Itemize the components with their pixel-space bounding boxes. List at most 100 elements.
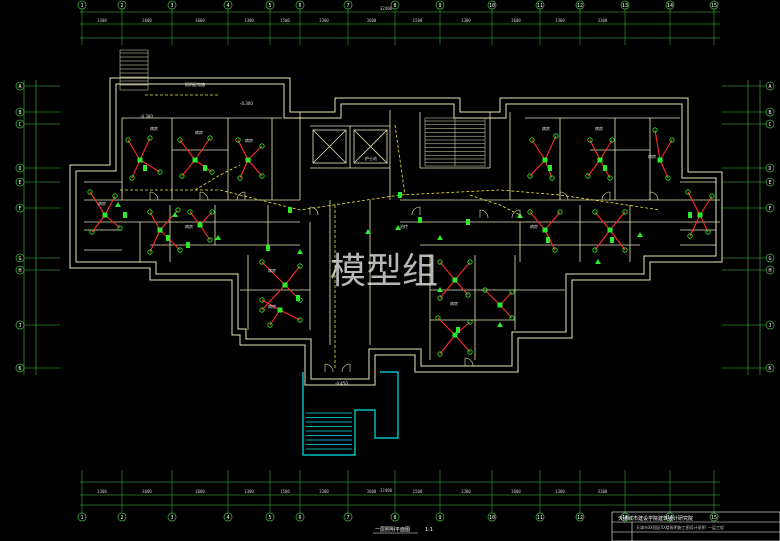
device-block — [166, 235, 170, 241]
axis-label: G — [768, 256, 771, 262]
light-fixture — [129, 175, 135, 181]
axis-label: 7 — [346, 3, 349, 9]
dimension-text: 1500 — [280, 489, 290, 494]
axis-bubble: 12 — [575, 512, 585, 522]
axis-label: 11 — [537, 3, 543, 9]
switch-box — [597, 157, 603, 163]
circuit-run — [139, 159, 161, 173]
device-block — [203, 165, 207, 171]
axis-bubble: 14 — [665, 0, 675, 10]
light-fixture — [297, 263, 303, 269]
axis-label: 8 — [393, 3, 396, 9]
axis-label: 5 — [268, 3, 271, 9]
exit-sign — [497, 322, 503, 327]
axis-bubble: A — [15, 81, 25, 91]
light-fixture — [467, 349, 473, 355]
room-label: 治疗 — [400, 223, 408, 229]
dimension-text: 3600 — [142, 18, 152, 23]
axis-bubble: 7 — [343, 0, 353, 10]
device-block — [398, 192, 402, 198]
axis-bubble: C — [765, 119, 775, 129]
exit-sign — [297, 249, 303, 254]
elevation-label: -0.300 — [240, 101, 253, 106]
light-fixture — [297, 317, 303, 323]
axis-bubble: C — [15, 119, 25, 129]
light-fixture — [552, 247, 558, 253]
axis-label: 10 — [489, 3, 495, 9]
dimension-text: 3300 — [555, 489, 565, 494]
dimension-text: 3600 — [195, 18, 205, 23]
door-swing — [559, 191, 569, 201]
door-swing — [411, 206, 421, 216]
device-block — [143, 165, 147, 171]
circuit-run — [439, 261, 456, 281]
circuit-run — [139, 137, 151, 161]
door-swing — [236, 191, 246, 201]
device-block — [418, 217, 422, 223]
dimension-text: 3600 — [142, 489, 152, 494]
switch-box — [137, 157, 143, 163]
axis-bubble: E — [15, 177, 25, 187]
circuit-run — [149, 229, 161, 253]
axis-bubble: 5 — [265, 512, 275, 522]
room-label: 护士站 — [365, 155, 377, 161]
dimension-text: 3600 — [511, 18, 521, 23]
room-label: 病房 — [185, 223, 193, 229]
axis-bubble: 9 — [435, 512, 445, 522]
light-fixture — [607, 175, 613, 181]
exit-sign — [595, 259, 601, 264]
dimension-text: 3600 — [195, 489, 205, 494]
axis-label: 12 — [577, 515, 583, 521]
switch-box — [192, 157, 198, 163]
light-fixture — [709, 193, 715, 199]
switch-box — [245, 157, 251, 163]
circuit-run — [104, 195, 116, 216]
circuit-run — [589, 139, 601, 161]
circuit-run — [687, 191, 701, 216]
room-label: 病房 — [268, 267, 276, 273]
axis-bubble: 9 — [435, 0, 445, 10]
circuit-run — [237, 139, 249, 161]
light-fixture — [179, 173, 185, 179]
light-fixture — [585, 173, 591, 179]
exit-sign — [172, 212, 178, 217]
door-swing — [149, 191, 159, 201]
axis-label: 10 — [489, 515, 495, 521]
light-fixture — [669, 137, 675, 143]
door-swing — [601, 191, 611, 201]
light-fixture — [259, 307, 265, 313]
light-fixture — [527, 209, 533, 215]
circuit-run — [439, 279, 456, 299]
circuit-run — [279, 309, 301, 321]
light-fixture — [437, 295, 443, 301]
exit-sign — [395, 225, 401, 230]
circuit-run — [544, 211, 561, 231]
light-fixture — [237, 175, 243, 181]
axis-bubble: J — [765, 320, 775, 330]
circuit-run — [529, 211, 546, 231]
light-fixture — [549, 175, 555, 181]
axis-bubble: G — [765, 253, 775, 263]
axis-bubble: B — [15, 107, 25, 117]
light-fixture — [259, 173, 265, 179]
exit-sign — [215, 235, 221, 240]
circuit-run — [659, 139, 673, 161]
axis-label: J — [18, 323, 21, 329]
light-fixtures — [87, 127, 715, 357]
dimension-text: 3600 — [367, 489, 377, 494]
device-block — [266, 245, 270, 251]
room-label: 照明配电箱 — [185, 81, 205, 87]
light-fixture — [435, 315, 441, 321]
switch-box — [197, 222, 203, 228]
room-label: 病房 — [98, 200, 106, 206]
axis-bubble: A — [765, 81, 775, 91]
elevation-label: -0.450 — [335, 381, 348, 386]
axis-bubble: 10 — [487, 512, 497, 522]
circuit-run — [247, 159, 263, 177]
switch-box — [607, 227, 613, 233]
room-label: 病房 — [450, 300, 458, 306]
